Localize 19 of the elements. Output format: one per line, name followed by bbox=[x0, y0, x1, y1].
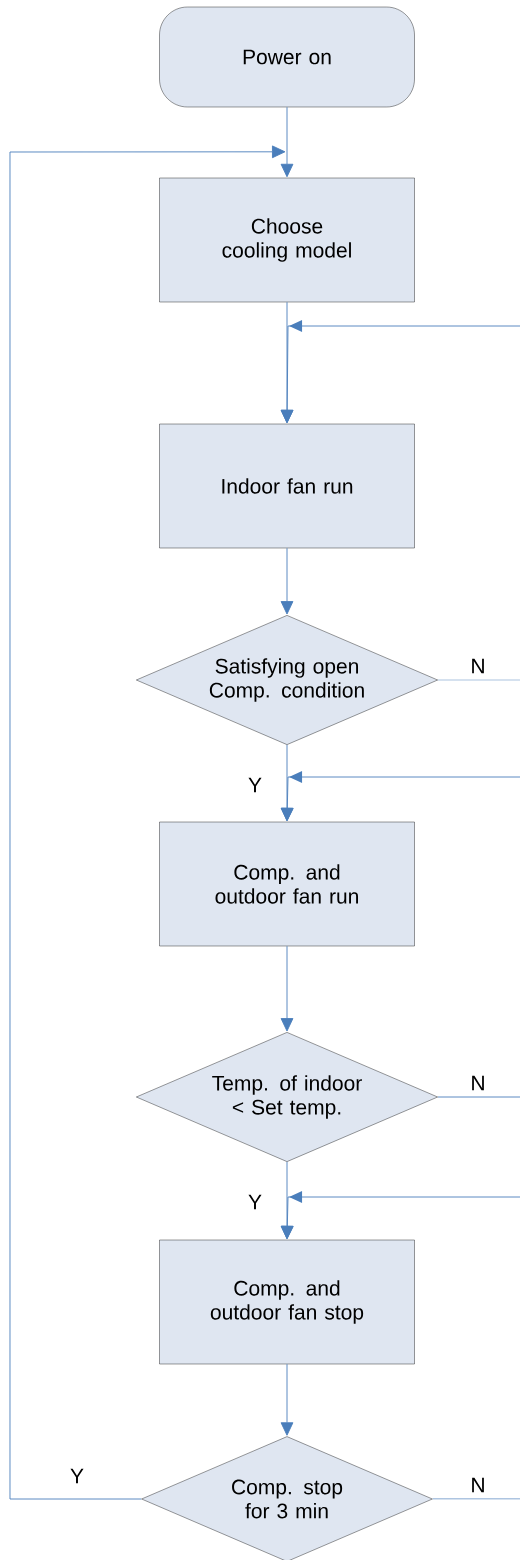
process-box: Comp. and outdoor fan stop bbox=[159, 1239, 415, 1365]
arrow bbox=[280, 945, 294, 1032]
arrow bbox=[280, 1363, 294, 1436]
edge-label: Y bbox=[69, 1467, 85, 1485]
edge-label: Y bbox=[247, 1193, 263, 1211]
edge-label: N bbox=[469, 657, 487, 675]
arrow bbox=[280, 319, 520, 424]
arrow bbox=[9, 145, 286, 1500]
edge-label: N bbox=[469, 1476, 487, 1494]
arrow bbox=[280, 106, 294, 178]
process-box: Choose cooling model bbox=[159, 177, 415, 303]
arrow bbox=[280, 770, 520, 822]
edge-label: Y bbox=[247, 776, 263, 794]
arrow bbox=[280, 1190, 520, 1240]
edge-label: N bbox=[469, 1074, 487, 1092]
arrow bbox=[280, 547, 294, 615]
process-box: Indoor fan run bbox=[159, 423, 415, 549]
process-box: Comp. and outdoor fan run bbox=[159, 821, 415, 947]
terminal-box: Power on bbox=[159, 6, 415, 108]
